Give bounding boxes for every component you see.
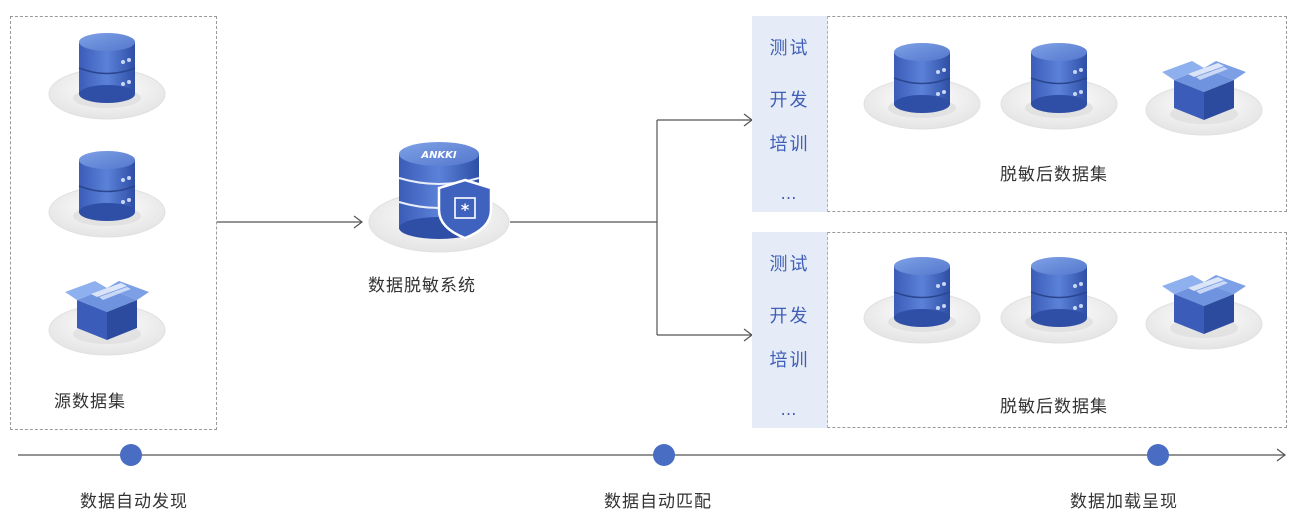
database-icon bbox=[1000, 256, 1118, 344]
system-label: 数据脱敏系统 bbox=[368, 276, 476, 296]
database-icon bbox=[1000, 42, 1118, 130]
target-group-2: 测试 开发 培训 … bbox=[752, 232, 1287, 428]
timeline-stage-load: 数据加载呈现 bbox=[1070, 492, 1178, 512]
package-icon bbox=[1145, 60, 1263, 136]
database-icon bbox=[863, 42, 981, 130]
timeline-dot-match bbox=[653, 444, 675, 466]
environment-list: 测试 开发 培训 … bbox=[752, 232, 828, 428]
timeline-dot-load bbox=[1147, 444, 1169, 466]
masked-dataset-label: 脱敏后数据集 bbox=[1000, 165, 1108, 185]
svg-text:*: * bbox=[461, 200, 470, 219]
shield-icon: * bbox=[437, 178, 493, 240]
env-item-test: 测试 bbox=[769, 38, 810, 59]
source-dataset-label: 源数据集 bbox=[54, 392, 126, 412]
source-dataset-group bbox=[10, 16, 217, 430]
database-icon bbox=[863, 256, 981, 344]
env-item-dev: 开发 bbox=[769, 306, 810, 327]
env-item-dev: 开发 bbox=[769, 90, 810, 111]
env-item-more: … bbox=[780, 400, 799, 419]
timeline-stage-discover: 数据自动发现 bbox=[80, 492, 188, 512]
system-badge-text: ANKKI bbox=[420, 150, 457, 161]
env-item-test: 测试 bbox=[769, 254, 810, 275]
package-icon bbox=[1145, 274, 1263, 350]
target-group-1: 测试 开发 培训 … bbox=[752, 16, 1287, 212]
environment-list: 测试 开发 培训 … bbox=[752, 16, 828, 212]
env-item-training: 培训 bbox=[769, 134, 810, 155]
env-item-training: 培训 bbox=[769, 350, 810, 371]
env-item-more: … bbox=[780, 184, 799, 203]
desensitization-system-icon: ANKKI * bbox=[368, 142, 510, 253]
masked-dataset-label: 脱敏后数据集 bbox=[1000, 397, 1108, 417]
timeline-stage-match: 数据自动匹配 bbox=[604, 492, 712, 512]
timeline-dot-discover bbox=[120, 444, 142, 466]
